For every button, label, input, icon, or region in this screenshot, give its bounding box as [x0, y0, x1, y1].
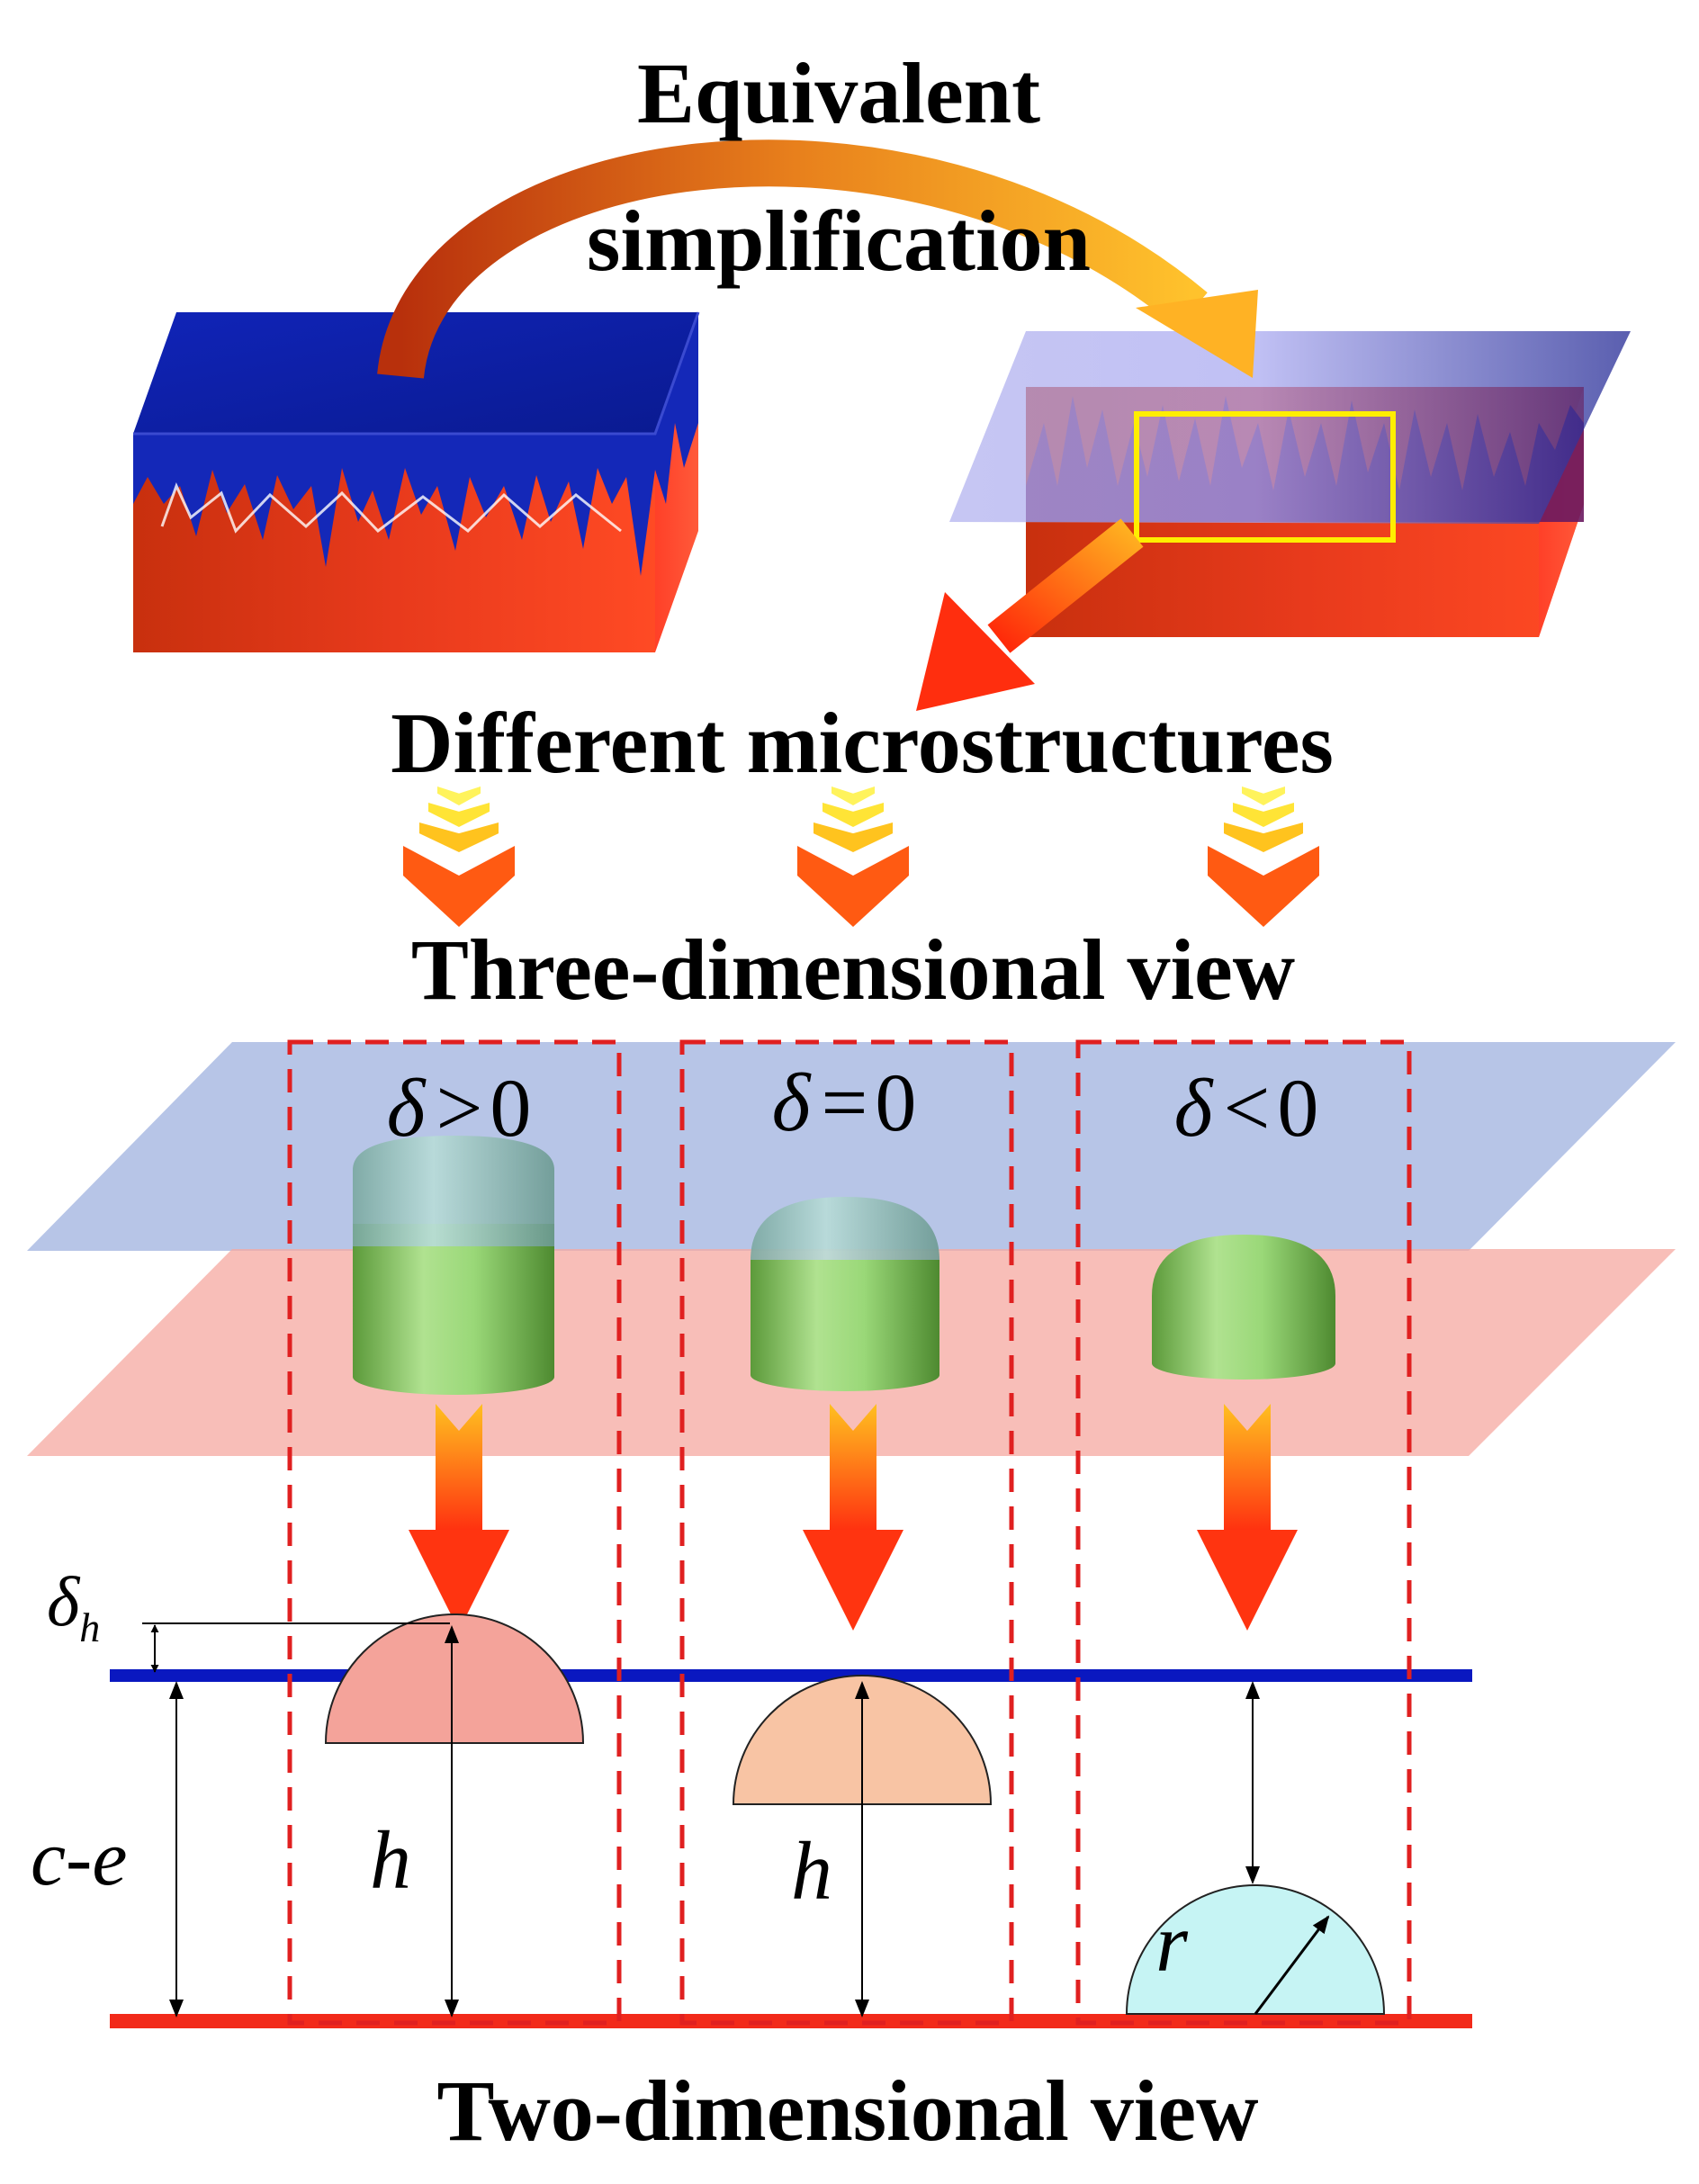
heading-simplification: simplification: [587, 193, 1091, 289]
original-rough-surface-block: [133, 311, 700, 652]
semicircle-2d-1: [324, 1613, 585, 1744]
h-label-1: h: [370, 1814, 411, 1906]
equivalent-simplified-block: [949, 331, 1631, 637]
svg-text:δ=0: δ=0: [772, 1056, 917, 1148]
dashed-frames: [287, 1039, 1412, 2026]
chevron-arrow-3: [1208, 786, 1319, 927]
projection-arrow-3: [1197, 1404, 1298, 1631]
svg-text:δ<0: δ<0: [1174, 1062, 1319, 1154]
dashed-frame-3: [1075, 1039, 1412, 2026]
r-label: r: [1155, 1897, 1189, 1989]
microstructure-3d-1: [353, 1136, 554, 1395]
microstructure-3d-3: [1152, 1235, 1335, 1380]
h-label-2: h: [791, 1825, 832, 1917]
dashed-frame-1: [287, 1039, 622, 2026]
chevron-arrow-2: [797, 786, 909, 927]
heading-different-microstructures: Different microstructures: [391, 695, 1334, 791]
projection-arrow-2: [803, 1404, 903, 1631]
simplification-arrow: [377, 139, 1258, 380]
projection-arrow-1: [409, 1404, 509, 1631]
projection-arrows: [409, 1404, 1298, 1631]
microstructure-3d-2: [751, 1197, 939, 1391]
ce-label: c-e: [31, 1815, 127, 1902]
chevron-arrow-1: [403, 786, 515, 927]
case-label-1: δ>0: [387, 1062, 532, 1154]
heading-three-dimensional-view: Three-dimensional view: [411, 921, 1295, 1018]
highlight-box: [1134, 411, 1396, 543]
case-label-3: δ<0: [1174, 1062, 1319, 1154]
case-label-2: δ=0: [772, 1056, 917, 1148]
heading-equivalent: Equivalent: [637, 45, 1040, 141]
zoom-arrow: [916, 518, 1144, 711]
heading-two-dimensional-view: Two-dimensional view: [437, 2063, 1259, 2159]
delta-h-label: δh: [47, 1562, 100, 1650]
svg-text:δ>0: δ>0: [387, 1062, 532, 1154]
radius-arrow: [1254, 1915, 1330, 2015]
chevron-arrows: [403, 786, 1319, 927]
dashed-frame-2: [679, 1039, 1014, 2026]
